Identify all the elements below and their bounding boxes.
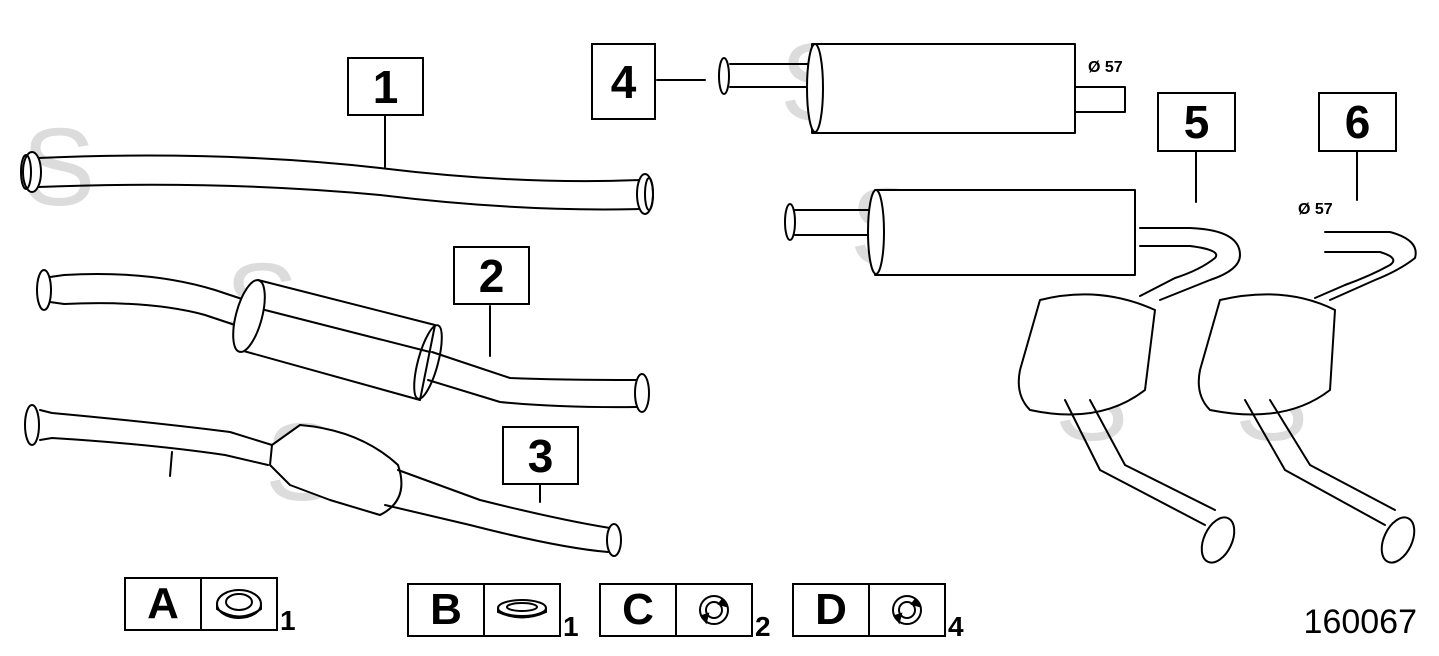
legend-item-d: D 4 [792, 583, 964, 642]
legend-quantity: 1 [563, 611, 579, 642]
part-3-catalytic-converter [24, 404, 622, 557]
legend-quantity: 2 [755, 611, 771, 642]
gasket-ring-icon [202, 577, 278, 631]
part-5-rear-muffler-assembly [784, 145, 1241, 564]
dimension-label-part-6: Ø 57 [1298, 201, 1333, 218]
diagram-id: 160067 [1303, 603, 1417, 641]
dimension-label-part-4: Ø 57 [1088, 59, 1123, 76]
callout-part-1: 1 [347, 57, 424, 116]
callout-part-5: 5 [1157, 92, 1236, 152]
legend-letter: A [124, 577, 202, 631]
legend-item-a: A 1 [124, 577, 296, 636]
part-6-end-muffler [1197, 151, 1417, 564]
legend-quantity: 1 [280, 605, 296, 636]
clamp-ring-icon [677, 583, 753, 637]
legend-item-c: C 2 [599, 583, 771, 642]
legend-letter: D [792, 583, 870, 637]
part-4-rear-silencer [656, 43, 1126, 134]
callout-part-2: 2 [453, 246, 530, 305]
part-1-front-pipe [20, 115, 654, 215]
legend-letter: C [599, 583, 677, 637]
clamp-ring-icon [870, 583, 946, 637]
legend-item-b: B 1 [407, 583, 579, 642]
callout-part-3: 3 [502, 426, 579, 485]
flat-seal-ring-icon [485, 583, 561, 637]
callout-part-4: 4 [591, 43, 656, 120]
part-2-middle-silencer [36, 269, 650, 413]
callout-part-6: 6 [1318, 92, 1397, 152]
legend-letter: B [407, 583, 485, 637]
legend-quantity: 4 [948, 611, 964, 642]
